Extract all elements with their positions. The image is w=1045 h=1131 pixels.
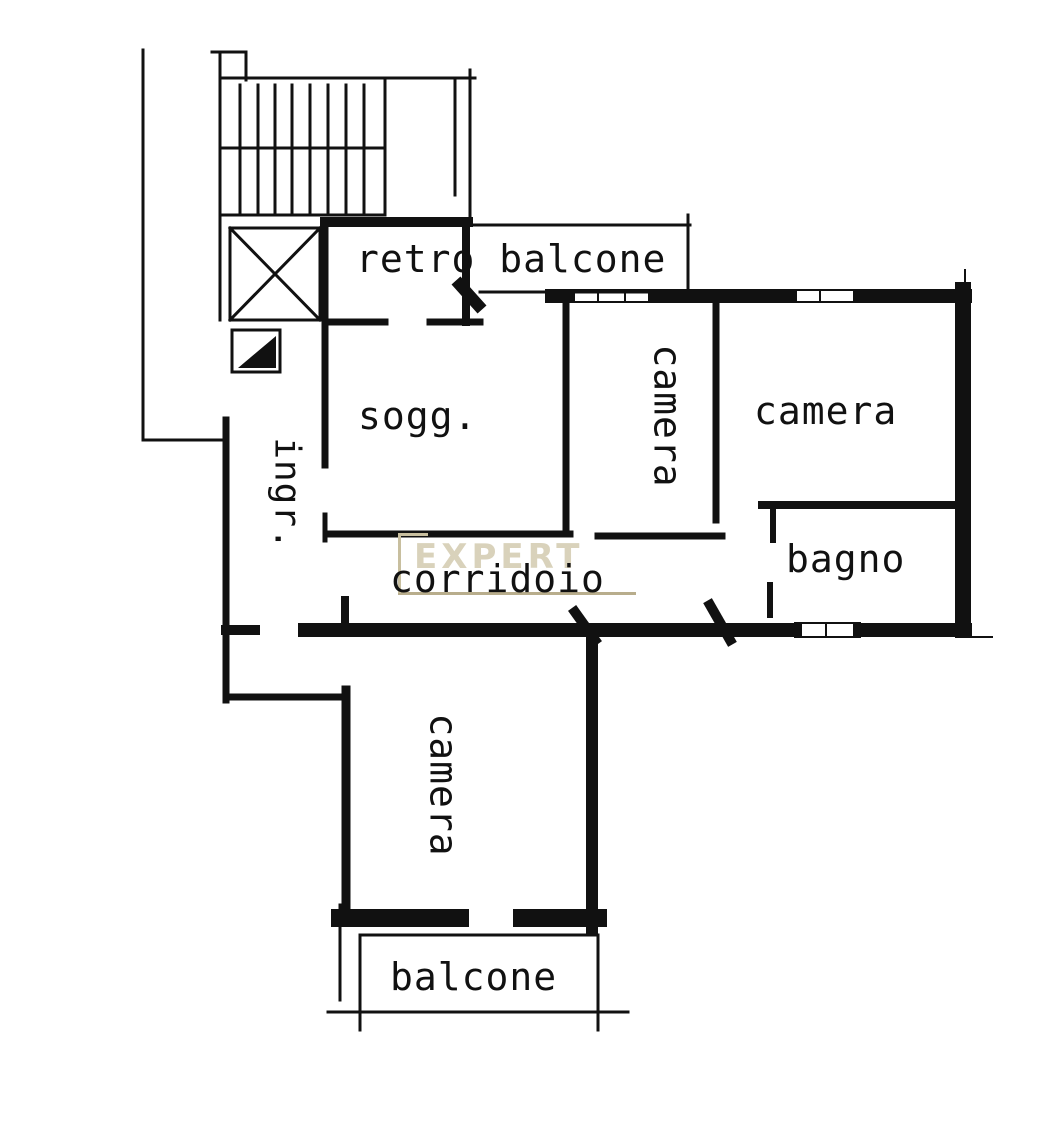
room-label-camera-right: camera xyxy=(754,389,898,433)
watermark-text: EXPERT xyxy=(414,537,584,577)
room-label-soggiorno: sogg. xyxy=(358,394,478,438)
camera-small-walls xyxy=(562,296,726,540)
ingresso-walls xyxy=(221,416,344,704)
bagno-walls xyxy=(758,501,966,618)
room-label-corridoio: corridoio xyxy=(390,557,605,601)
soggiorno-walls xyxy=(320,217,574,543)
room-label-bagno: bagno xyxy=(786,537,906,581)
top-wall-right xyxy=(545,269,972,638)
elevator-shaft xyxy=(227,225,323,374)
room-label-balcone: balcone xyxy=(390,955,558,999)
room-label-camera-small: camera xyxy=(645,344,690,488)
shaft-fill xyxy=(238,336,276,368)
watermark-logo: EXPERT xyxy=(398,533,636,595)
room-label-retro-balcone: retro balcone xyxy=(356,237,667,281)
room-label-ingresso: ingr. xyxy=(266,437,308,551)
camera-bottom-walls xyxy=(331,630,607,936)
staircase xyxy=(210,50,477,322)
corridor-bottom-wall xyxy=(298,596,993,647)
room-label-camera-bottom: camera xyxy=(421,713,466,857)
watermark-frame xyxy=(398,533,428,593)
balcone-outline xyxy=(326,903,630,1032)
